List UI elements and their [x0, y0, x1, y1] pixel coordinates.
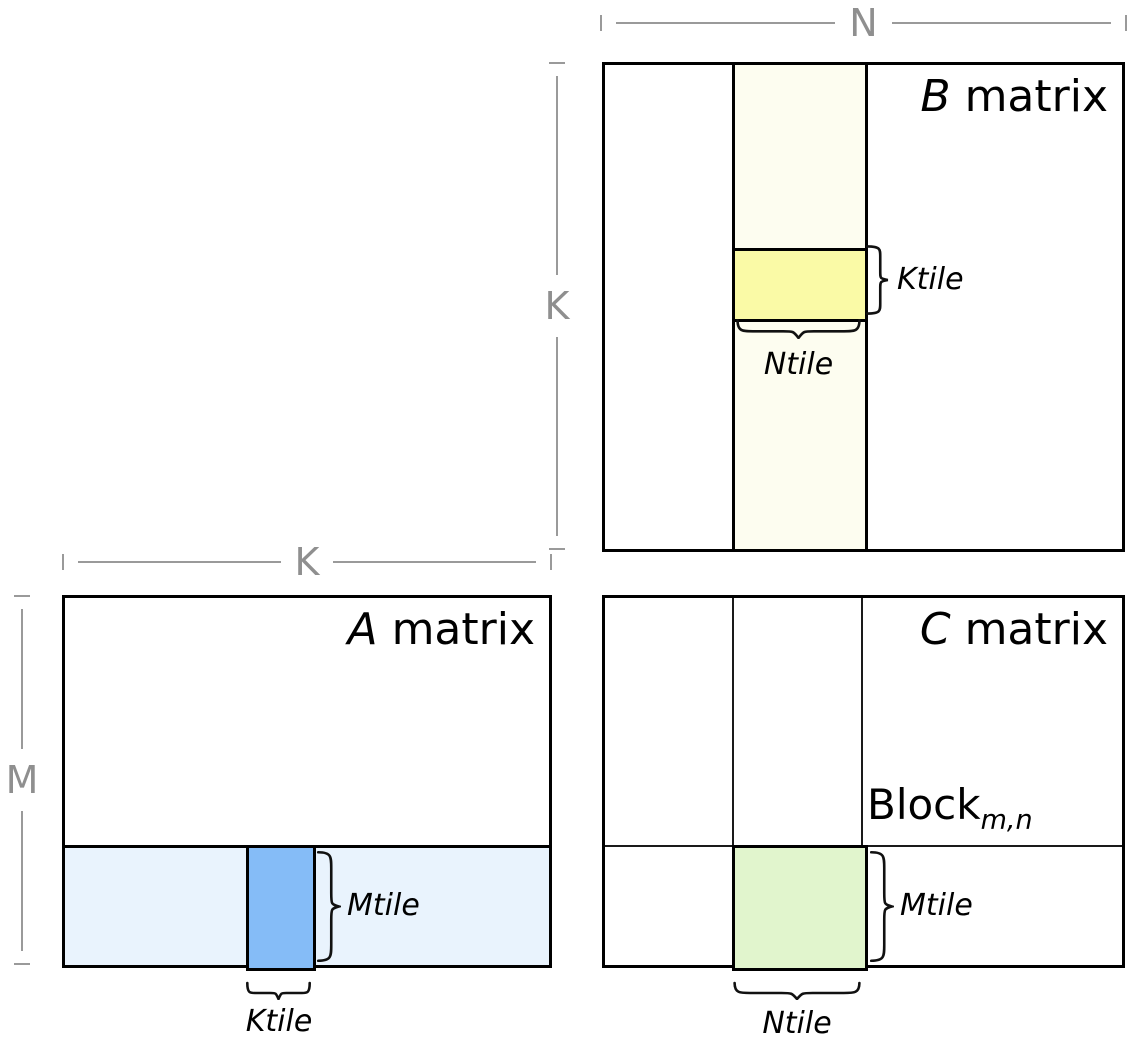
b-matrix: B matrix	[602, 62, 1125, 552]
c-grid-line-vertical-right	[861, 598, 863, 965]
c-mtile-brace-icon	[868, 850, 894, 963]
b-matrix-title: B matrix	[920, 71, 1108, 122]
a-matrix: A matrix	[62, 595, 552, 971]
dimension-tick	[14, 595, 30, 597]
a-mtile-label: Mtile	[347, 888, 420, 923]
a-ktile-label: Ktile	[245, 1004, 313, 1039]
a-mtile-tile	[246, 845, 316, 971]
b-ktile-label: Ktile	[897, 262, 964, 297]
dimension-tick	[550, 554, 553, 570]
c-mtile-label: Mtile	[900, 888, 973, 923]
a-mtile-brace-icon	[315, 850, 341, 963]
a-ktile-underbrace-icon	[246, 980, 311, 1000]
dimension-line	[556, 76, 558, 275]
dimension-line	[21, 811, 23, 951]
c-block-label-subscript: m,n	[980, 804, 1033, 836]
c-block-tile	[732, 845, 868, 971]
b-ntile-label: Ntile	[763, 347, 834, 382]
dimension-tick	[549, 62, 565, 64]
dimension-tick	[14, 963, 30, 965]
a-matrix-word: matrix	[391, 604, 535, 655]
dimension-n: N	[600, 4, 1127, 42]
dimension-tick	[549, 548, 565, 550]
dimension-tick	[1125, 15, 1127, 31]
c-ntile-underbrace-icon	[732, 980, 862, 1000]
c-matrix-word: matrix	[964, 604, 1108, 655]
c-matrix: C matrix Blockm,n	[602, 595, 1125, 971]
dimension-line	[21, 609, 23, 749]
b-matrix-letter: B	[920, 71, 951, 122]
dimension-k-vertical-label: K	[544, 284, 570, 328]
dimension-line	[78, 561, 281, 563]
a-matrix-title: A matrix	[347, 604, 535, 655]
c-block-label: Blockm,n	[867, 780, 1033, 835]
dimension-tick	[600, 15, 602, 31]
c-grid-line-vertical-left	[732, 598, 734, 965]
dimension-k-vertical: K	[545, 62, 569, 550]
b-matrix-word: matrix	[964, 71, 1108, 122]
dimension-m-label: M	[5, 758, 39, 802]
b-ktile-brace-icon	[864, 245, 890, 315]
dimension-line	[616, 22, 836, 24]
c-matrix-letter: C	[919, 604, 951, 655]
dimension-n-label: N	[849, 1, 878, 45]
dimension-tick	[62, 554, 64, 570]
dimension-line	[556, 337, 558, 536]
dimension-k-horizontal-label: K	[294, 540, 320, 584]
dimension-line	[891, 22, 1111, 24]
c-matrix-title: C matrix	[920, 604, 1108, 655]
a-matrix-letter: A	[347, 604, 378, 655]
b-ktile-tile	[732, 248, 868, 322]
b-ntile-underbrace-icon	[735, 317, 862, 339]
dimension-m: M	[6, 595, 38, 965]
c-block-label-base: Block	[867, 780, 981, 829]
dimension-k-horizontal: K	[62, 543, 553, 581]
dimension-line	[333, 561, 537, 563]
c-ntile-label: Ntile	[762, 1006, 832, 1041]
